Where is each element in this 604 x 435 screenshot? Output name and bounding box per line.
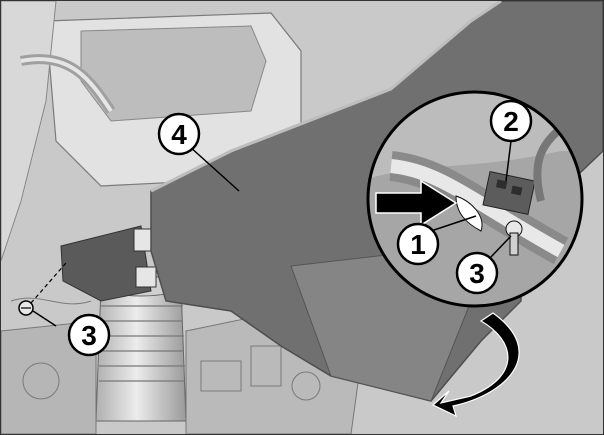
callout-label-1: 1 <box>410 229 426 260</box>
hose-upper-left-highlight <box>20 57 113 113</box>
leader-2 <box>505 140 512 182</box>
callout-label-2: 2 <box>503 106 519 137</box>
cylinder-ribs <box>99 305 185 382</box>
callout-1: 1 <box>396 222 440 266</box>
callout-2: 2 <box>489 99 533 143</box>
direction-arrow-icon <box>375 179 458 227</box>
screw-icon <box>18 300 34 316</box>
leader-1 <box>430 215 477 232</box>
screw-dashed-line <box>30 262 67 304</box>
airbox-lid <box>80 25 267 122</box>
curved-arrow-icon <box>431 312 520 418</box>
mounting-bracket <box>60 225 152 302</box>
callout-label-4: 4 <box>171 119 187 150</box>
clip-lower <box>135 266 157 288</box>
leader-3b <box>32 310 57 327</box>
magnifier-ring <box>366 90 584 308</box>
callout-label-3a: 3 <box>469 258 485 289</box>
frame-left <box>1 1 57 262</box>
callout-4: 4 <box>157 112 201 156</box>
callout-3-screw: 3 <box>67 313 111 357</box>
engine-details <box>10 297 321 401</box>
leader-4 <box>188 145 240 192</box>
callout-3-magnified: 3 <box>455 251 499 295</box>
side-panel-edge <box>150 1 502 193</box>
callout-label-3b: 3 <box>81 320 97 351</box>
engine-lower <box>1 320 97 434</box>
leader-3a <box>488 235 512 260</box>
